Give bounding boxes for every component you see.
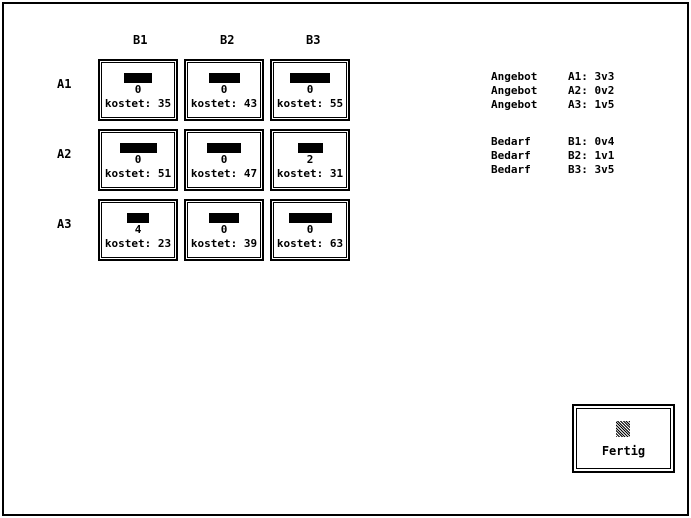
column-header-b2: B2 bbox=[220, 33, 235, 47]
column-header-b1: B1 bbox=[133, 33, 148, 47]
cell-cost: kostet: 63 bbox=[276, 237, 344, 250]
cell-quantity: 4 bbox=[134, 223, 142, 236]
cell-cost: kostet: 35 bbox=[104, 97, 172, 110]
cell-bar bbox=[290, 73, 330, 83]
supply-value: A3: 1v5 bbox=[568, 98, 615, 111]
supply-label: Angebot bbox=[491, 84, 538, 97]
cell-cost: kostet: 55 bbox=[276, 97, 344, 110]
cell-bar bbox=[120, 143, 157, 153]
cell-a3-b3[interactable]: 0 kostet: 63 bbox=[270, 199, 350, 261]
cell-quantity: 0 bbox=[134, 83, 142, 96]
cell-quantity: 0 bbox=[220, 83, 228, 96]
cell-bar bbox=[209, 213, 239, 223]
demand-value: B1: 0v4 bbox=[568, 135, 615, 148]
supply-label: Angebot bbox=[491, 70, 538, 83]
cell-cost: kostet: 43 bbox=[190, 97, 258, 110]
dither-icon bbox=[616, 421, 630, 437]
cell-a2-b2[interactable]: 0 kostet: 47 bbox=[184, 129, 264, 191]
row-header-a1: A1 bbox=[57, 77, 72, 91]
supply-label: Angebot bbox=[491, 98, 538, 111]
cell-bar bbox=[207, 143, 241, 153]
cell-cost: kostet: 39 bbox=[190, 237, 258, 250]
cell-bar bbox=[298, 143, 323, 153]
cell-a2-b3[interactable]: 2 kostet: 31 bbox=[270, 129, 350, 191]
cell-cost: kostet: 47 bbox=[190, 167, 258, 180]
fertig-button[interactable]: Fertig bbox=[572, 404, 675, 473]
demand-value: B3: 3v5 bbox=[568, 163, 615, 176]
cell-bar bbox=[209, 73, 240, 83]
cell-quantity: 0 bbox=[220, 223, 228, 236]
cell-bar bbox=[289, 213, 332, 223]
cell-cost: kostet: 23 bbox=[104, 237, 172, 250]
column-header-b3: B3 bbox=[306, 33, 321, 47]
cell-bar bbox=[127, 213, 149, 223]
demand-label: Bedarf bbox=[491, 135, 531, 148]
cell-a1-b2[interactable]: 0 kostet: 43 bbox=[184, 59, 264, 121]
fertig-button-label: Fertig bbox=[601, 444, 646, 458]
cell-a2-b1[interactable]: 0 kostet: 51 bbox=[98, 129, 178, 191]
supply-value: A1: 3v3 bbox=[568, 70, 615, 83]
demand-label: Bedarf bbox=[491, 163, 531, 176]
cell-quantity: 0 bbox=[220, 153, 228, 166]
cell-quantity: 2 bbox=[306, 153, 314, 166]
cell-cost: kostet: 31 bbox=[276, 167, 344, 180]
cell-quantity: 0 bbox=[306, 83, 314, 96]
cell-a1-b3[interactable]: 0 kostet: 55 bbox=[270, 59, 350, 121]
cell-cost: kostet: 51 bbox=[104, 167, 172, 180]
row-header-a2: A2 bbox=[57, 147, 72, 161]
cell-bar bbox=[124, 73, 152, 83]
demand-label: Bedarf bbox=[491, 149, 531, 162]
cell-a1-b1[interactable]: 0 kostet: 35 bbox=[98, 59, 178, 121]
supply-value: A2: 0v2 bbox=[568, 84, 615, 97]
cell-a3-b1[interactable]: 4 kostet: 23 bbox=[98, 199, 178, 261]
cell-a3-b2[interactable]: 0 kostet: 39 bbox=[184, 199, 264, 261]
cell-quantity: 0 bbox=[134, 153, 142, 166]
row-header-a3: A3 bbox=[57, 217, 72, 231]
demand-value: B2: 1v1 bbox=[568, 149, 615, 162]
cell-quantity: 0 bbox=[306, 223, 314, 236]
